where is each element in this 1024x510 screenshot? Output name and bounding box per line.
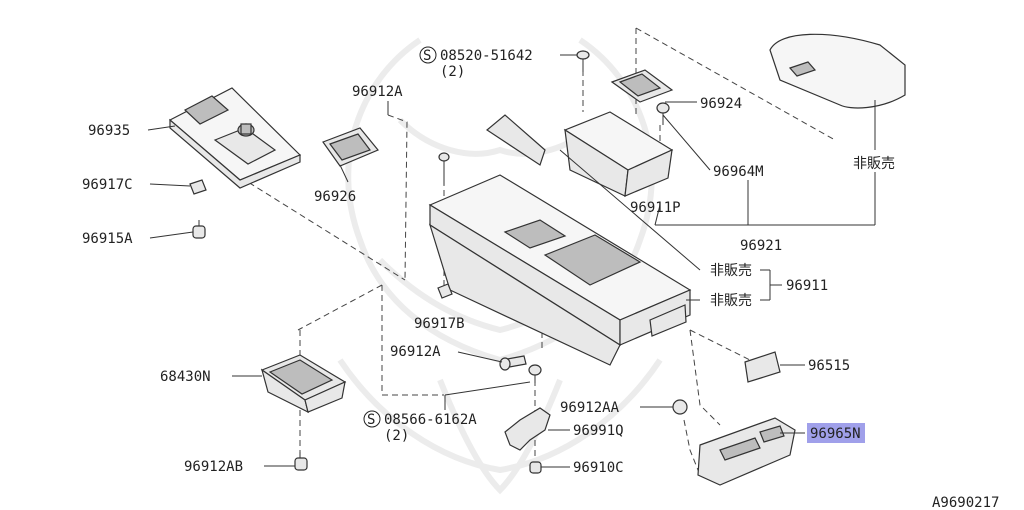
label-96912AB[interactable]: 96912AB xyxy=(184,459,243,475)
part-96515-cap[interactable] xyxy=(744,351,781,383)
svg-text:S: S xyxy=(423,48,431,64)
diagram-id: A9690217 xyxy=(932,495,999,510)
shift-boot xyxy=(485,114,546,166)
part-96917C-clip[interactable] xyxy=(189,179,207,195)
part-96912AB-screw[interactable] xyxy=(294,452,308,471)
label-08520-qty: (2) xyxy=(440,64,465,80)
label-96964M[interactable]: 96964M xyxy=(713,164,764,180)
part-96911-console-body[interactable] xyxy=(428,174,692,366)
label-08566[interactable]: 08566-6162A xyxy=(384,412,477,428)
label-96935[interactable]: 96935 xyxy=(88,123,130,139)
screw-08520[interactable] xyxy=(576,50,590,72)
label-96921[interactable]: 96921 xyxy=(740,238,782,254)
label-96911[interactable]: 96911 xyxy=(786,278,828,294)
highlight-96965N xyxy=(807,423,865,443)
label-96911P[interactable]: 96911P xyxy=(630,200,681,216)
label-not-sold-top: 非販売 xyxy=(853,156,895,172)
label-96912A-top[interactable]: 96912A xyxy=(352,84,403,100)
part-96924-mat[interactable] xyxy=(610,69,674,103)
armrest-lid[interactable] xyxy=(769,33,906,109)
part-96912A-screw-mid[interactable] xyxy=(499,355,527,371)
label-96924[interactable]: 96924 xyxy=(700,96,742,112)
part-96912AA-screw[interactable] xyxy=(672,399,688,415)
label-not-sold-1: 非販売 xyxy=(710,263,752,279)
label-not-sold-2: 非販売 xyxy=(710,293,752,309)
label-96515[interactable]: 96515 xyxy=(808,358,850,374)
part-96917B-clip[interactable] xyxy=(437,283,453,299)
label-96965N[interactable]: 96965N xyxy=(810,426,861,442)
s-mark-08566: S xyxy=(363,410,381,428)
leader-lines xyxy=(147,54,876,468)
label-96910C[interactable]: 96910C xyxy=(573,460,624,476)
part-96935-trim-panel[interactable] xyxy=(168,87,302,189)
part-96910C-screw[interactable] xyxy=(529,461,542,474)
part-68430N-ashtray[interactable] xyxy=(260,354,347,414)
label-68430N[interactable]: 68430N xyxy=(160,369,211,385)
part-96964M-bolt[interactable] xyxy=(656,102,670,125)
label-96991Q[interactable]: 96991Q xyxy=(573,423,624,439)
part-labels: 96935 96917C 96915A 96926 96912A 08520-5… xyxy=(82,48,999,510)
label-96926[interactable]: 96926 xyxy=(314,189,356,205)
label-08566-qty: (2) xyxy=(384,428,409,444)
label-96912A-mid[interactable]: 96912A xyxy=(390,344,441,360)
part-96911P-tray[interactable] xyxy=(563,111,674,197)
s-mark-08520: S xyxy=(419,46,437,64)
part-96915A-screw[interactable] xyxy=(192,220,206,239)
screw-08566[interactable] xyxy=(528,364,542,383)
label-96917B[interactable]: 96917B xyxy=(414,316,465,332)
label-96917C[interactable]: 96917C xyxy=(82,177,133,193)
part-96991Q-bracket[interactable] xyxy=(504,407,551,451)
label-96912AA[interactable]: 96912AA xyxy=(560,400,620,416)
part-96926-pocket[interactable] xyxy=(322,127,379,167)
label-96915A[interactable]: 96915A xyxy=(82,231,133,247)
part-96965N-panel[interactable] xyxy=(697,417,796,486)
part-96912A-screw-top[interactable] xyxy=(438,152,450,185)
label-08520[interactable]: 08520-51642 xyxy=(440,48,533,64)
svg-text:S: S xyxy=(367,412,375,428)
